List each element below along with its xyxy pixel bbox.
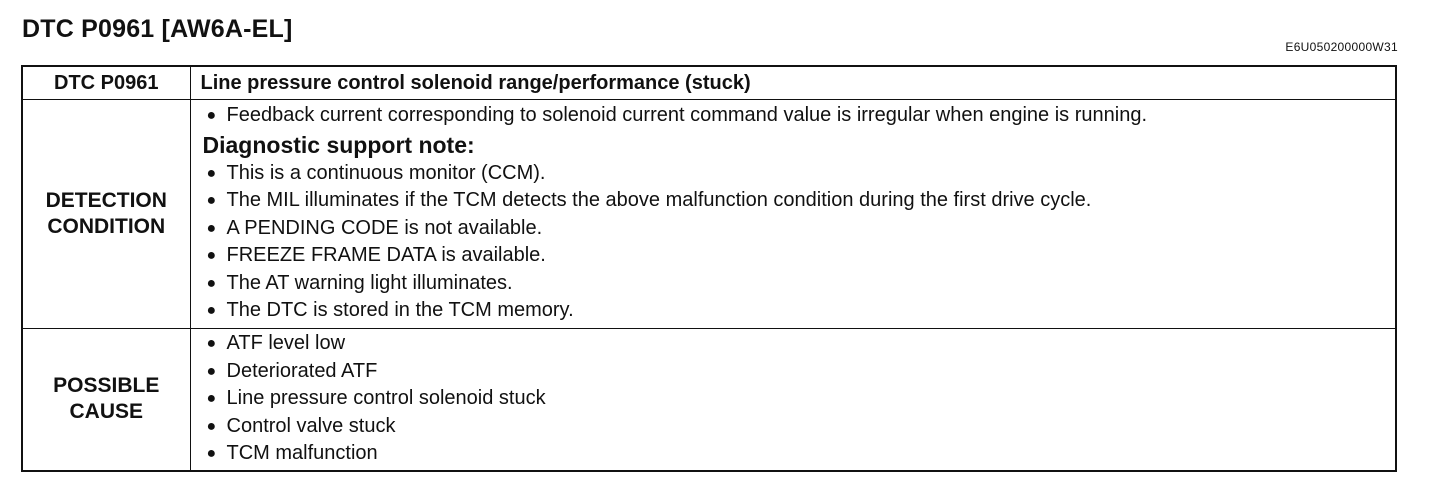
list-item: ●This is a continuous monitor (CCM). (203, 160, 1388, 188)
possible-cause-list: ●ATF level low ●Deteriorated ATF ●Line p… (203, 330, 1388, 468)
dtc-description-cell: Line pressure control solenoid range/per… (189, 65, 1397, 100)
list-item: ●ATF level low (203, 330, 1388, 358)
list-item: ●Line pressure control solenoid stuck (203, 385, 1388, 413)
support-note-heading: Diagnostic support note: (202, 131, 475, 158)
detection-condition-label: DETECTION CONDITION (21, 99, 191, 329)
bullet-icon: ● (206, 247, 217, 265)
document-code: E6U050200000W31 (1285, 40, 1398, 54)
dtc-table: DTC P0961 Line pressure control solenoid… (21, 65, 1397, 472)
bullet-icon: ● (206, 219, 217, 237)
possible-cause-content: ●ATF level low ●Deteriorated ATF ●Line p… (189, 328, 1397, 471)
detection-condition-row: DETECTION CONDITION ●Feedback current co… (21, 99, 1397, 329)
bullet-icon: ● (206, 445, 217, 462)
support-note-list: ●This is a continuous monitor (CCM). ●Th… (203, 160, 1388, 325)
list-item: ●Deteriorated ATF (203, 358, 1388, 386)
possible-cause-label: POSSIBLE CAUSE (21, 328, 191, 471)
detection-condition-content: ●Feedback current corresponding to solen… (189, 99, 1397, 329)
bullet-icon: ● (206, 274, 217, 292)
page-title: DTC P0961 [AW6A-EL] (22, 15, 293, 43)
bullet-icon: ● (206, 192, 217, 210)
cause-label-line2: CAUSE (69, 400, 143, 424)
bullet-icon: ● (206, 362, 217, 380)
possible-cause-row: POSSIBLE CAUSE ●ATF level low ●Deteriora… (21, 328, 1397, 471)
dtc-code-cell: DTC P0961 (21, 65, 191, 100)
list-item: ●The DTC is stored in the TCM memory. (203, 297, 1388, 325)
bullet-icon: ● (206, 302, 217, 320)
list-item: ●A PENDING CODE is not available. (203, 215, 1388, 243)
bullet-icon: ● (206, 417, 217, 435)
list-item: ●Control valve stuck (203, 413, 1388, 441)
detection-label-line1: DETECTION (45, 189, 167, 212)
list-item: ●FREEZE FRAME DATA is available. (203, 242, 1388, 270)
detection-primary-list: ●Feedback current corresponding to solen… (203, 102, 1388, 130)
list-item: ●TCM malfunction (203, 440, 1388, 468)
list-item: ●The AT warning light illuminates. (203, 270, 1388, 298)
table-header-row: DTC P0961 Line pressure control solenoid… (21, 65, 1397, 100)
cause-label-line1: POSSIBLE (53, 374, 160, 398)
list-item: ●Feedback current corresponding to solen… (203, 102, 1388, 130)
bullet-icon: ● (206, 107, 217, 125)
list-item: ●The MIL illuminates if the TCM detects … (203, 187, 1388, 215)
bullet-icon: ● (206, 164, 217, 182)
bullet-icon: ● (206, 390, 217, 407)
detection-label-line2: CONDITION (47, 215, 166, 238)
bullet-icon: ● (206, 335, 217, 352)
